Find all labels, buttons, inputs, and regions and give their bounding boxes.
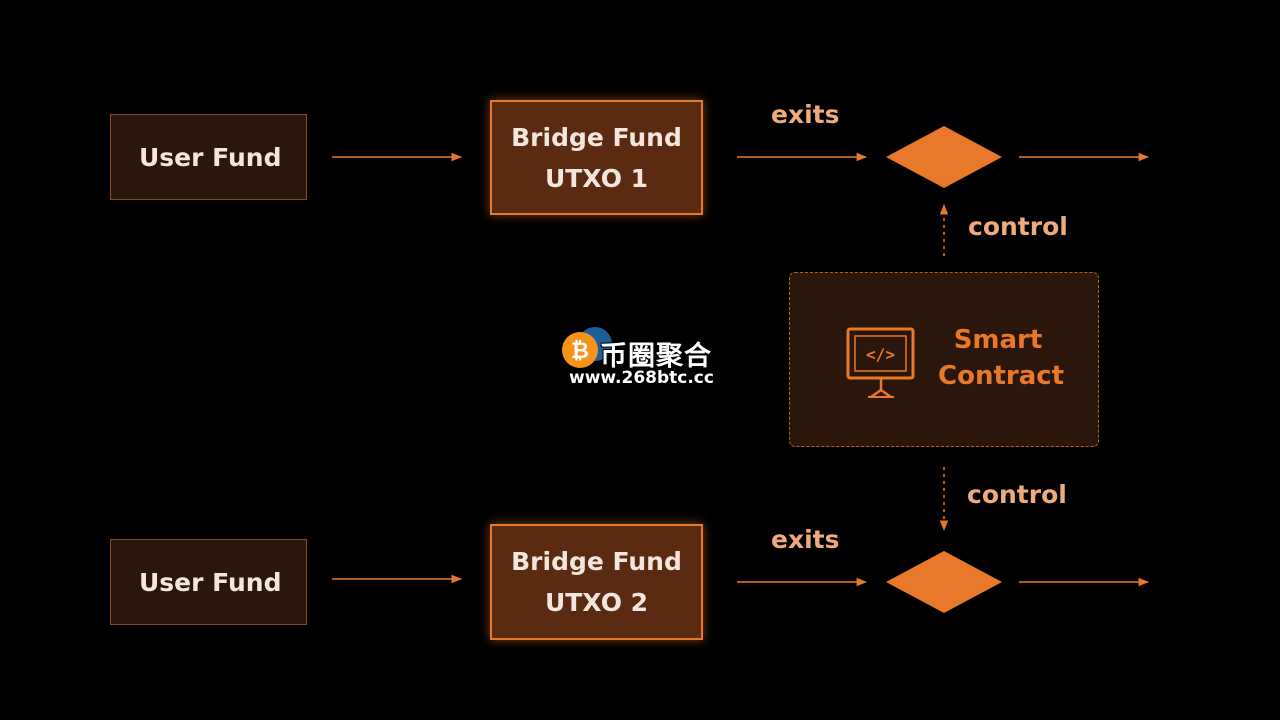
user-fund-box-1: User Fund [110,114,307,200]
user-fund-box-2: User Fund [110,539,307,625]
control-label-top: control [968,212,1068,241]
smart-contract-title: Smart Contract [938,322,1065,394]
utxo-label: UTXO 1 [544,163,649,193]
exits-label-2: exits [771,525,840,554]
bridge-fund-box-2: Bridge Fund UTXO 2 [490,524,703,640]
user-fund-label: User Fund [139,567,282,597]
exits-label-1: exits [771,100,840,129]
smart-label: Smart [953,325,1043,355]
smart-contract-box [789,272,1099,447]
bridge-fund-label: Bridge Fund [511,547,682,576]
control-label-bottom: control [967,480,1067,509]
watermark-url: www.268btc.cc [569,368,714,388]
bridge-fund-box-1: Bridge Fund UTXO 1 [490,100,703,215]
user-fund-label: User Fund [139,142,282,172]
exit-diamond-1 [886,126,1002,188]
exit-diamond-2 [886,551,1002,613]
bridge-fund-label: Bridge Fund [511,122,682,152]
watermark-title: 币圈聚合 [600,341,712,372]
contract-label: Contract [938,361,1065,391]
utxo-label: UTXO 2 [544,588,649,617]
